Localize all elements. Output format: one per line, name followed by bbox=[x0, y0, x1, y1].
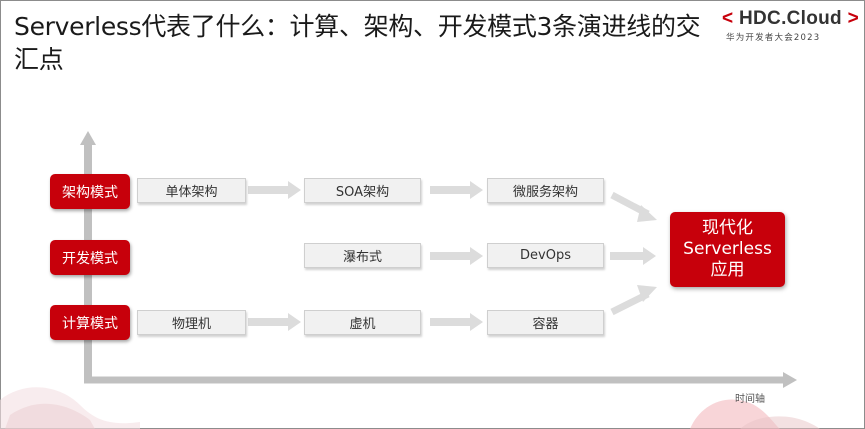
flow-arrow-r2-b bbox=[610, 247, 656, 265]
mode-architecture: 架构模式 bbox=[50, 174, 130, 209]
result-line-2: Serverless bbox=[683, 239, 772, 259]
logo-right-bracket: > bbox=[847, 8, 859, 29]
flow-arrow-r2-a bbox=[430, 247, 483, 265]
flow-arrow-r3-diagonal-head bbox=[637, 285, 657, 302]
stage-waterfall: 瀑布式 bbox=[304, 243, 421, 268]
logo-name: HDC.Cloud bbox=[739, 8, 842, 29]
flow-arrow-r1-a bbox=[248, 181, 301, 199]
flow-arrow-r1-diagonal-head bbox=[637, 205, 657, 222]
y-axis-arrowhead bbox=[80, 131, 96, 145]
flow-arrow-r1-b bbox=[430, 181, 483, 199]
stage-monolith: 单体架构 bbox=[137, 178, 246, 203]
stage-physical-machine: 物理机 bbox=[137, 310, 246, 335]
decorative-swoosh-left bbox=[0, 387, 140, 429]
mode-compute: 计算模式 bbox=[50, 305, 130, 340]
stage-microservices: 微服务架构 bbox=[487, 178, 604, 203]
stage-virtual-machine: 虚机 bbox=[304, 310, 421, 335]
flow-arrow-r3-a bbox=[248, 313, 301, 331]
stage-soa: SOA架构 bbox=[304, 178, 421, 203]
x-axis-label: 时间轴 bbox=[735, 394, 765, 405]
x-axis-arrowhead bbox=[783, 372, 797, 388]
result-line-1: 现代化 bbox=[702, 218, 753, 238]
logo-subtitle: 华为开发者大会2023 bbox=[726, 33, 821, 43]
result-line-3: 应用 bbox=[710, 260, 745, 280]
hdc-cloud-logo: < HDC.Cloud > 华为开发者大会2023 bbox=[722, 8, 859, 43]
logo-left-bracket: < bbox=[722, 8, 734, 29]
decorative-swoosh-right bbox=[690, 399, 820, 429]
result-modern-serverless: 现代化 Serverless 应用 bbox=[670, 212, 785, 287]
flow-arrow-r3-b bbox=[430, 313, 483, 331]
slide-title: Serverless代表了什么：计算、架构、开发模式3条演进线的交汇点 bbox=[14, 12, 701, 74]
stage-devops: DevOps bbox=[487, 243, 604, 268]
mode-development: 开发模式 bbox=[50, 240, 130, 275]
stage-container: 容器 bbox=[487, 310, 604, 335]
